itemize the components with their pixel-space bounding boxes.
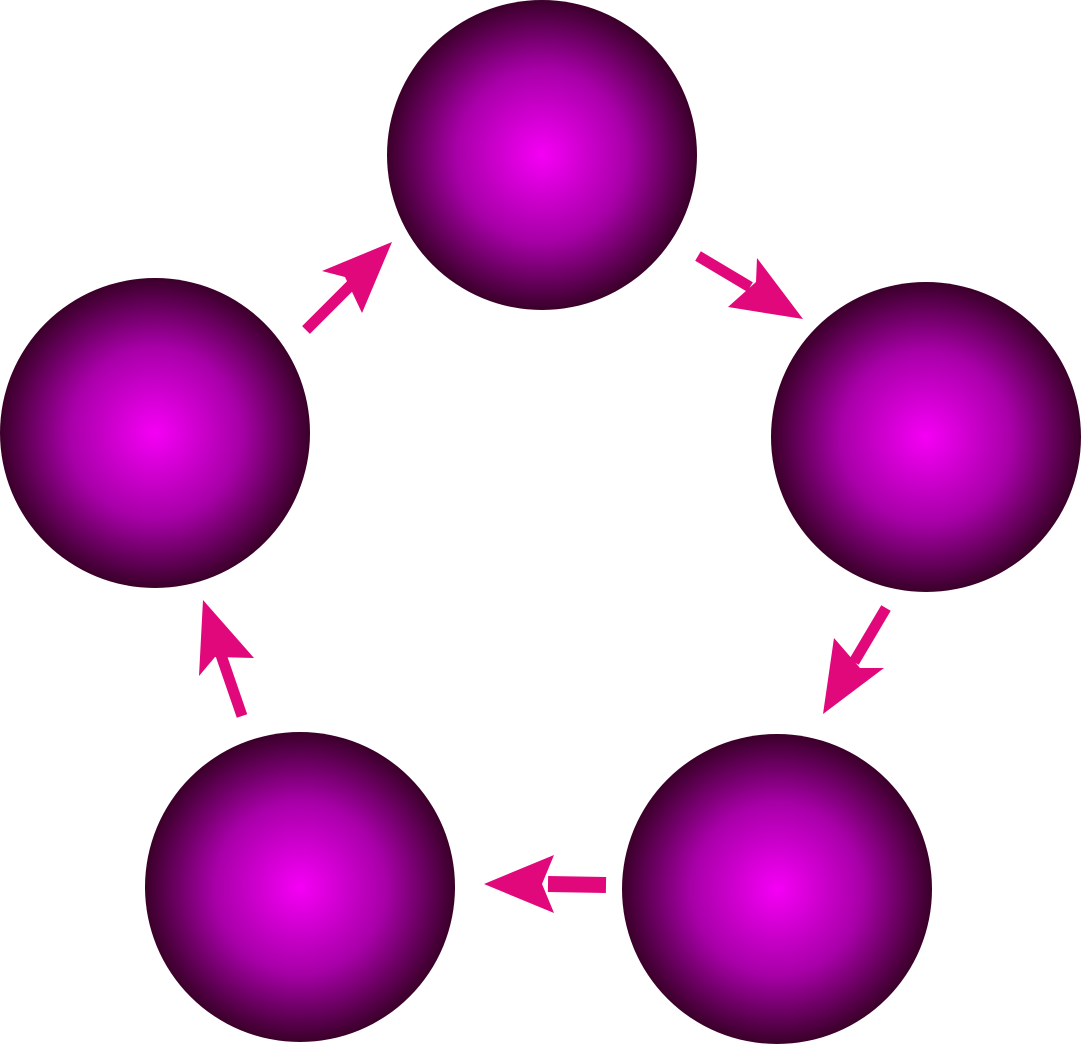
arrow-right-to-bottom-right: [823, 605, 891, 714]
node-bottom-left: [145, 732, 455, 1042]
arrow-top-to-right: [695, 251, 803, 319]
node-top: [387, 0, 697, 310]
arrow-bottom-right-to-bottom-left: [484, 855, 607, 913]
node-right: [771, 282, 1081, 592]
arrow-bottom-left-to-left: [199, 600, 254, 718]
node-bottom-right: [622, 734, 932, 1044]
arrow-left-to-top: [302, 242, 392, 334]
node-left: [0, 278, 310, 588]
arrows: [199, 242, 891, 913]
